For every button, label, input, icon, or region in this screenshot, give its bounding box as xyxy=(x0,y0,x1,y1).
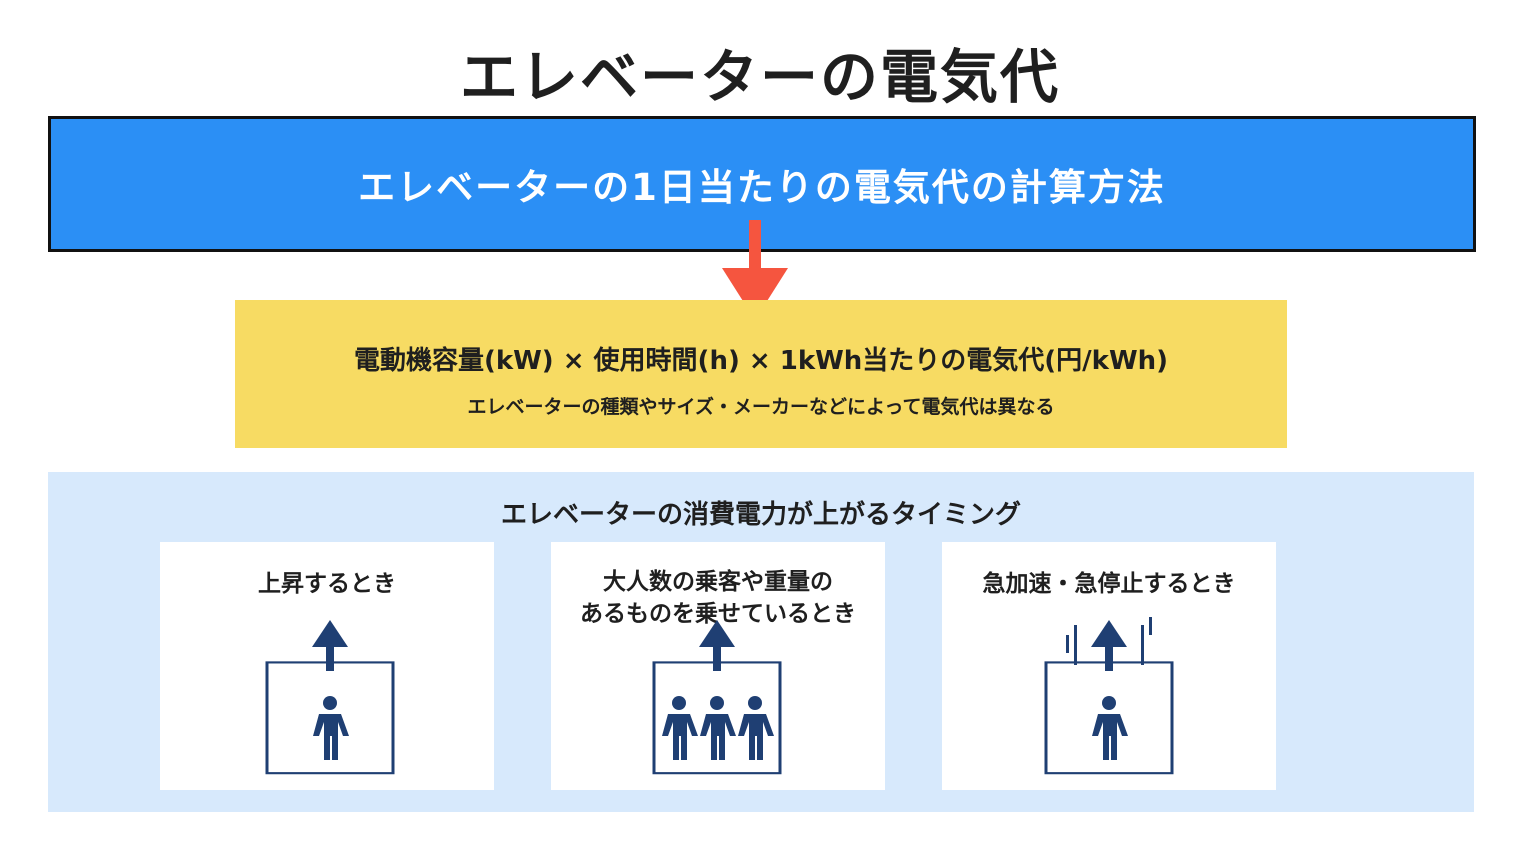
down-arrow-icon xyxy=(722,220,788,320)
timing-card-sudden-motion: 急加速・急停止するとき xyxy=(942,542,1276,790)
card-label-line: 急加速・急停止するとき xyxy=(982,571,1236,597)
page-title: エレベーターの電気代 xyxy=(459,43,1060,111)
elevator-up-single-person-icon xyxy=(265,620,395,775)
card-label-line: 大人数の乗客や重量の xyxy=(603,569,833,595)
card-label: 上昇するとき xyxy=(160,568,494,600)
formula-box: 電動機容量(kW) × 使用時間(h) × 1kWh当たりの電気代(円/kWh)… xyxy=(235,300,1287,448)
timing-heading: エレベーターの消費電力が上がるタイミング xyxy=(500,500,1021,530)
formula-note: エレベーターの種類やサイズ・メーカーなどによって電気代は異なる xyxy=(467,396,1055,418)
formula-text: 電動機容量(kW) × 使用時間(h) × 1kWh当たりの電気代(円/kWh) xyxy=(353,346,1169,376)
timing-panel: エレベーターの消費電力が上がるタイミング 上昇するとき 大人数の乗客や重量の あ… xyxy=(48,472,1474,812)
elevator-up-three-people-icon xyxy=(652,620,782,775)
calculation-method-heading: エレベーターの1日当たりの電気代の計算方法 xyxy=(358,166,1166,209)
elevator-fast-motion-icon xyxy=(1044,617,1174,775)
card-label-line: 上昇するとき xyxy=(258,571,396,597)
timing-card-heavy-load: 大人数の乗客や重量の あるものを乗せているとき xyxy=(551,542,885,790)
timing-card-ascending: 上昇するとき xyxy=(160,542,494,790)
calculation-method-box: エレベーターの1日当たりの電気代の計算方法 xyxy=(48,116,1476,252)
card-label: 急加速・急停止するとき xyxy=(942,568,1276,600)
